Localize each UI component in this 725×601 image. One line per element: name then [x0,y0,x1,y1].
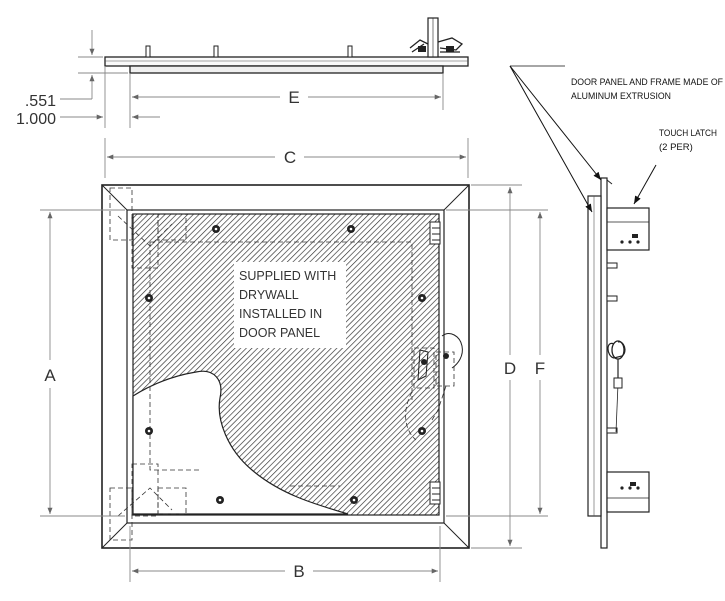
dimension-a-label: A [44,366,56,385]
panel-frame-note-line-2: ALUMINUM EXTRUSION [571,91,671,102]
dimension-c: C [104,138,469,178]
latch-top [429,221,441,245]
latch-bottom [429,481,441,505]
flange-thickness-label: .551 [25,93,56,110]
dimension-b-label: B [293,562,304,581]
panel-frame-callout: DOOR PANEL AND FRAME MADE OF ALUMINUM EX… [509,65,723,213]
front-view: SUPPLIED WITH DRYWALL INSTALLED IN DOOR … [101,184,470,549]
side-cable-hanger [606,262,626,434]
touch-latch-note-line-2: (2 PER) [659,142,693,153]
dimension-a: A [40,209,125,517]
overall-thickness-label: 1.000 [16,111,56,128]
dimension-e-label: E [288,88,299,107]
dimension-c-label: C [284,148,296,167]
dimension-d: D [471,184,522,549]
panel-frame-note-line-1: DOOR PANEL AND FRAME MADE OF [571,77,723,88]
supplied-note-line-4: DOOR PANEL [239,326,320,340]
side-latch-bottom [606,471,650,513]
supplied-note-line-2: DRYWALL [239,288,299,302]
hinge-top [109,187,187,269]
touch-latch-note-line-1: TOUCH LATCH [659,128,717,139]
thickness-dimension: .551 1.000 [16,30,160,128]
supplied-note-line-1: SUPPLIED WITH [239,269,336,283]
dimension-e: E [129,74,444,128]
dimension-d-label: D [504,359,516,378]
supplied-with-drywall-note: SUPPLIED WITH DRYWALL INSTALLED IN DOOR … [234,262,346,348]
dimension-b: B [129,526,441,582]
supplied-note-line-3: INSTALLED IN [239,307,322,321]
side-section-view [587,177,650,549]
cutaway-region [132,370,349,515]
hinge-bottom [109,463,187,541]
safety-cable [405,333,463,441]
dimension-f: F [446,209,548,517]
top-view-latch-hardware [409,17,464,58]
touch-latch-callout: TOUCH LATCH (2 PER) [633,128,717,205]
top-edge-view [104,17,469,74]
side-latch-top [606,207,650,251]
dimension-f-label: F [535,359,545,378]
